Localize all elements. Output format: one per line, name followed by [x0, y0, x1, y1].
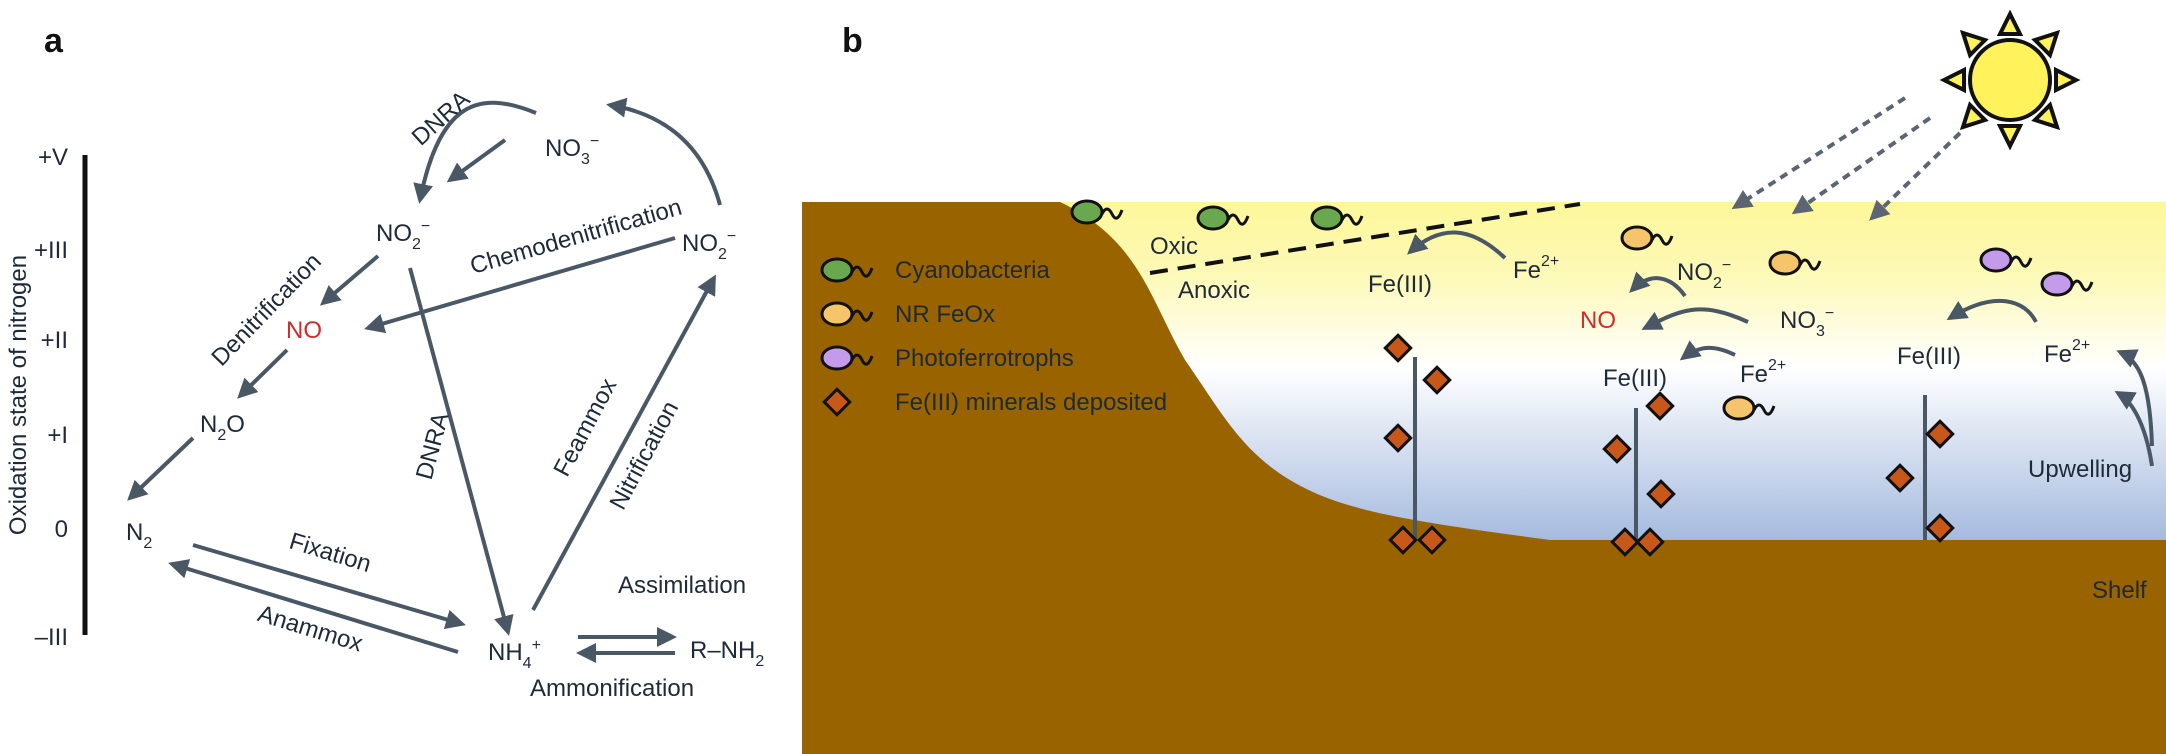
no-label: NO — [1580, 307, 1616, 334]
process-dnra-top: DNRA — [407, 86, 476, 152]
species-r-nh2: R–NH2 — [690, 637, 764, 670]
chemodenitrification-arrow — [364, 236, 676, 334]
species-no2-left: NO2− — [376, 218, 430, 253]
sediment — [802, 202, 2166, 754]
fe3-label-1: Fe(III) — [1368, 271, 1432, 298]
no-to-n2o-arrow — [237, 348, 289, 399]
legend-label: Cyanobacteria — [895, 257, 1050, 284]
dnra-arrow-top — [413, 100, 537, 204]
mineral-sinking-lines — [1413, 357, 1927, 540]
tick-label: +III — [34, 237, 68, 264]
no2-to-no-arrow — [319, 254, 380, 306]
species-n2: N2 — [126, 519, 152, 552]
anoxic-label: Anoxic — [1178, 277, 1250, 304]
tick-label: +V — [38, 144, 68, 171]
sun-icon — [1939, 9, 2081, 151]
tick-label: 0 — [55, 516, 68, 543]
axis-title: Oxidation state of nitrogen — [5, 255, 32, 535]
fe2-label-3: Fe2+ — [2044, 337, 2090, 368]
legend-label: NR FeOx — [895, 301, 995, 328]
legend-label: Photoferrotrophs — [895, 345, 1074, 372]
tick-label: +II — [41, 327, 68, 354]
process-ammonification: Ammonification — [530, 675, 694, 702]
species-no: NO — [286, 317, 322, 344]
fe3-label-2: Fe(III) — [1603, 365, 1667, 392]
process-dnra-mid: DNRA — [411, 410, 455, 483]
axis-ticks: +V +III +II +I 0 –III — [34, 144, 68, 651]
legend: Cyanobacteria NR FeOx Photoferrotrophs F… — [820, 257, 1167, 417]
sunlight-rays — [1731, 96, 1962, 221]
process-assimilation: Assimilation — [618, 572, 746, 599]
legend-label: Fe(III) minerals deposited — [895, 389, 1167, 416]
fe2-label-1: Fe2+ — [1513, 253, 1559, 284]
upwelling-label: Upwelling — [2028, 456, 2132, 483]
redox-boundary — [1149, 202, 1581, 275]
fe2-label-2: Fe2+ — [1740, 357, 1786, 388]
reaction-arrows — [1407, 230, 2154, 467]
no3-to-no2-arrow — [446, 138, 507, 183]
process-fixation: Fixation — [286, 528, 374, 578]
n2o-to-n2-arrow — [127, 436, 195, 501]
fe3-label-3: Fe(III) — [1897, 343, 1961, 370]
panel-a-label: a — [44, 22, 64, 60]
tick-label: –III — [35, 624, 68, 651]
process-denitrification: Denitrification — [206, 248, 326, 371]
species-no3-top: NO3− — [545, 133, 599, 168]
process-anammox: Anammox — [255, 600, 366, 657]
species-n2o: N2O — [200, 411, 245, 444]
species-no2-right: NO2− — [682, 228, 736, 263]
no2-to-no3-arrow — [606, 97, 722, 206]
anammox-arrow — [168, 559, 459, 654]
no3-label: NO3− — [1780, 305, 1834, 340]
tick-label: +I — [47, 422, 68, 449]
no2-label: NO2− — [1677, 257, 1731, 292]
species-nh4: NH4+ — [488, 637, 541, 672]
fixation-arrow — [192, 543, 466, 630]
nitrification-arrow — [531, 274, 716, 611]
shelf-label: Shelf — [2092, 577, 2147, 604]
dnra-arrow-mid — [408, 267, 514, 636]
oxic-label: Oxic — [1150, 233, 1198, 260]
panel-b-label: b — [842, 22, 863, 60]
pathway-arrows — [127, 97, 722, 663]
